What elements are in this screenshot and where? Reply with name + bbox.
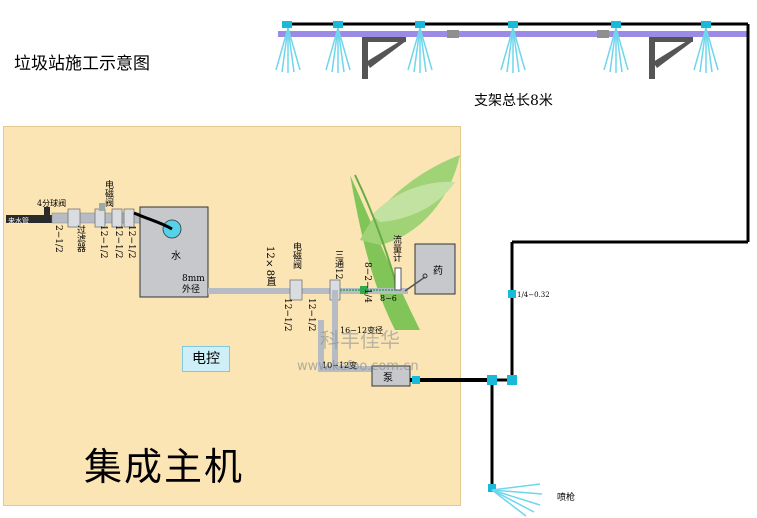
water-tank-label: 水 [171,251,181,262]
pump [371,365,411,387]
fitting-label-f: 12−1/2 [306,298,316,332]
spray-gun-label: 喷枪 [557,493,576,503]
tank-outer-diameter-label: 8mm 外径 [182,274,205,295]
watermark-brand: 科丰佳华 [320,328,400,352]
fitting-label-d: 12−1/2 [126,225,136,259]
fitting-label-a: 2−1/2 [53,225,63,253]
integrated-host-title: 集成主机 [84,445,245,489]
diagram-title: 垃圾站施工示意图 [14,54,150,74]
fitting-label-h: 8−6 [380,294,397,303]
electric-control-box: 电控 [182,346,230,372]
watermark-url: www.kefoo.com.cn [297,359,419,374]
flow-meter [394,267,402,291]
solenoid-valve-label-1: 电磁阀 [103,180,113,207]
fitting-label-g: 8−2−1/4 [362,262,372,304]
nozzle-sprays [275,27,719,73]
pump-label: 泵 [383,373,393,384]
filter-label: 过滤器 [75,225,85,252]
medicine-tank [414,243,456,295]
medicine-tank-label: 药 [433,266,443,277]
spray-gun-cone [491,483,543,517]
tee-label: 三通12 [333,250,343,280]
reducer-label-2: 10−12变 [322,361,358,370]
integrated-host-panel [3,126,461,506]
leaf-watermark [350,155,460,330]
pipe-size-label: 12×8直 [264,246,275,287]
solenoid-valve-label-2: 电磁阀 [291,242,301,269]
fitting-label-c: 12−1/2 [113,225,123,259]
nozzle-spec-label: 1/4−0.32 [517,291,550,299]
tap-pipe [6,215,52,223]
ball-valve-label: 4分球阀 [37,199,67,208]
tap-label: 来水管 [8,217,29,225]
reducer-label: 16−12变径 [340,326,384,335]
flow-meter-label: 流量计 [391,235,401,262]
bracket-length-note: 支架总长8米 [474,93,553,109]
fitting-label-b: 12−1/2 [98,225,108,259]
bracket [362,37,693,79]
fitting-label-e: 12−1/2 [282,298,292,332]
